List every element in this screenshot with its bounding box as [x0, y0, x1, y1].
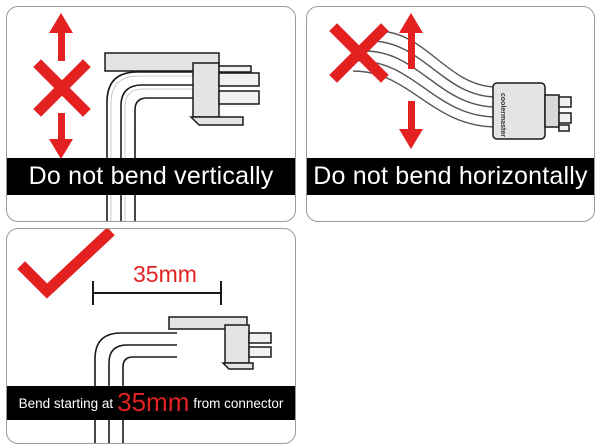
bent-cable-lines [106, 71, 197, 221]
check-mark-icon [17, 229, 115, 299]
bent-cable-lines [94, 332, 177, 443]
pcie-connector [168, 316, 272, 370]
arrow-up-icon [399, 13, 423, 69]
panel-no-vertical-bend: Do not bend vertically [6, 6, 296, 222]
brand-label: coolermaster [499, 93, 506, 137]
cross-mark-icon [329, 23, 389, 83]
pcie-connector [492, 82, 572, 140]
measurement-label: 35mm [133, 261, 197, 287]
vertical-bend-illustration [33, 13, 260, 221]
caption-correct-bend: Bend starting at 35mm from connector [7, 386, 295, 420]
cross-mark-icon [33, 59, 91, 117]
caption-highlight: 35mm [117, 386, 190, 417]
caption-suffix: from connector [193, 395, 284, 411]
measurement-bracket [92, 281, 222, 305]
pcie-connector [104, 52, 260, 126]
caption-prefix: Bend starting at [18, 395, 114, 411]
horizontal-bend-illustration: coolermaster [329, 13, 572, 149]
caption-no-vertical-bend: Do not bend vertically [7, 158, 295, 195]
arrow-down-icon [399, 101, 423, 149]
panel-correct-bend: 35mm Bend starting at 35mm from connecto… [6, 228, 296, 444]
panel-no-horizontal-bend: coolermaster Do not bend horizontally [306, 6, 595, 222]
arrow-down-icon [49, 113, 73, 159]
correct-bend-illustration [17, 229, 272, 443]
arrow-up-icon [49, 13, 73, 61]
caption-no-horizontal-bend: Do not bend horizontally [307, 158, 594, 195]
horizontal-cable-lines [352, 30, 498, 128]
